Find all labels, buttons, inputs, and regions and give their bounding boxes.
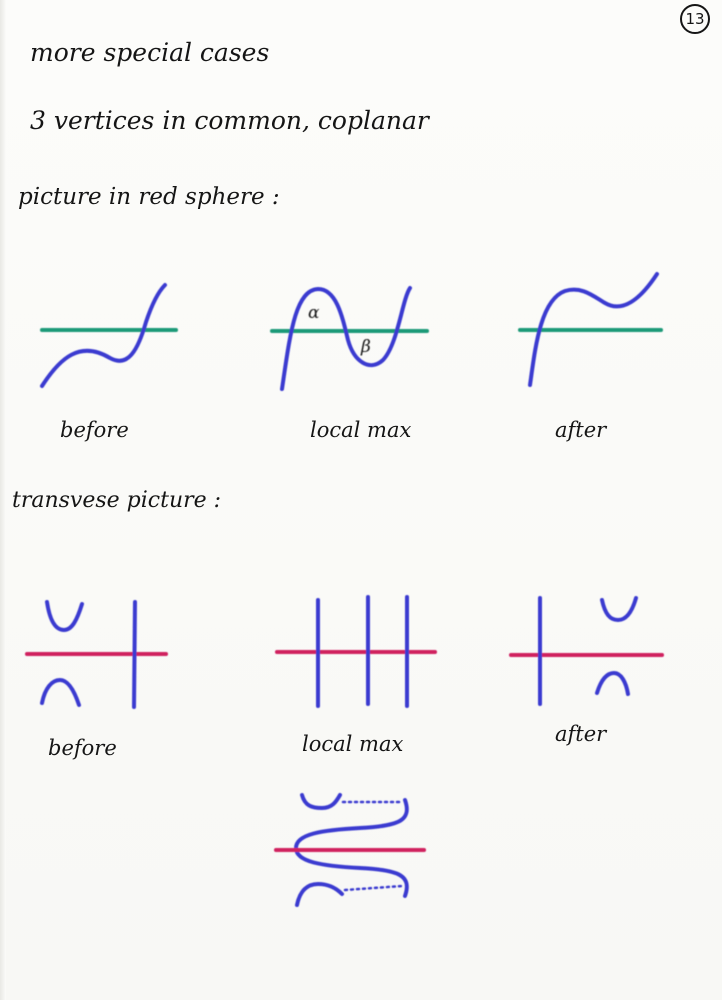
red-sphere-after-caption: after [555,418,607,442]
transverse-before-diagram [25,600,168,709]
transverse-after-caption: after [555,722,607,746]
blue-cap-arc [595,670,630,696]
red-sphere-heading: picture in red sphere : [18,184,280,210]
blue-cup-arc [600,596,638,623]
red-sphere-before-diagram [40,283,178,388]
red-sphere-local-max-caption: local max [310,418,412,442]
combined-transverse-diagram [274,793,426,907]
red-sphere-before-caption: before [60,418,129,442]
blue-curve [280,286,412,391]
page-title: more special cases [30,38,270,67]
dotted-connector [343,884,404,892]
transverse-local-max-caption: local max [302,732,404,756]
transverse-after-diagram [509,596,664,706]
blue-cup-arc [45,600,84,633]
transverse-before-caption: before [48,736,117,760]
red-sphere-after-diagram [518,272,663,387]
blue-cap-arc [295,881,344,907]
page-subtitle: 3 vertices in common, coplanar [30,106,429,135]
blue-curve [40,283,167,388]
blue-cap-arc [40,677,81,707]
transverse-heading: transvese picture : [12,488,222,513]
blue-curve [528,272,659,387]
blue-vertical-strand [132,600,137,709]
alpha-label: α [308,303,320,323]
transverse-local-max-diagram [275,595,437,708]
page-edge-shadow [0,0,6,1000]
red-sphere-local-max-diagram: α β [270,286,429,391]
page-number-badge: 13 [680,4,710,34]
blue-cup-arc [300,793,342,811]
beta-label: β [360,337,371,357]
